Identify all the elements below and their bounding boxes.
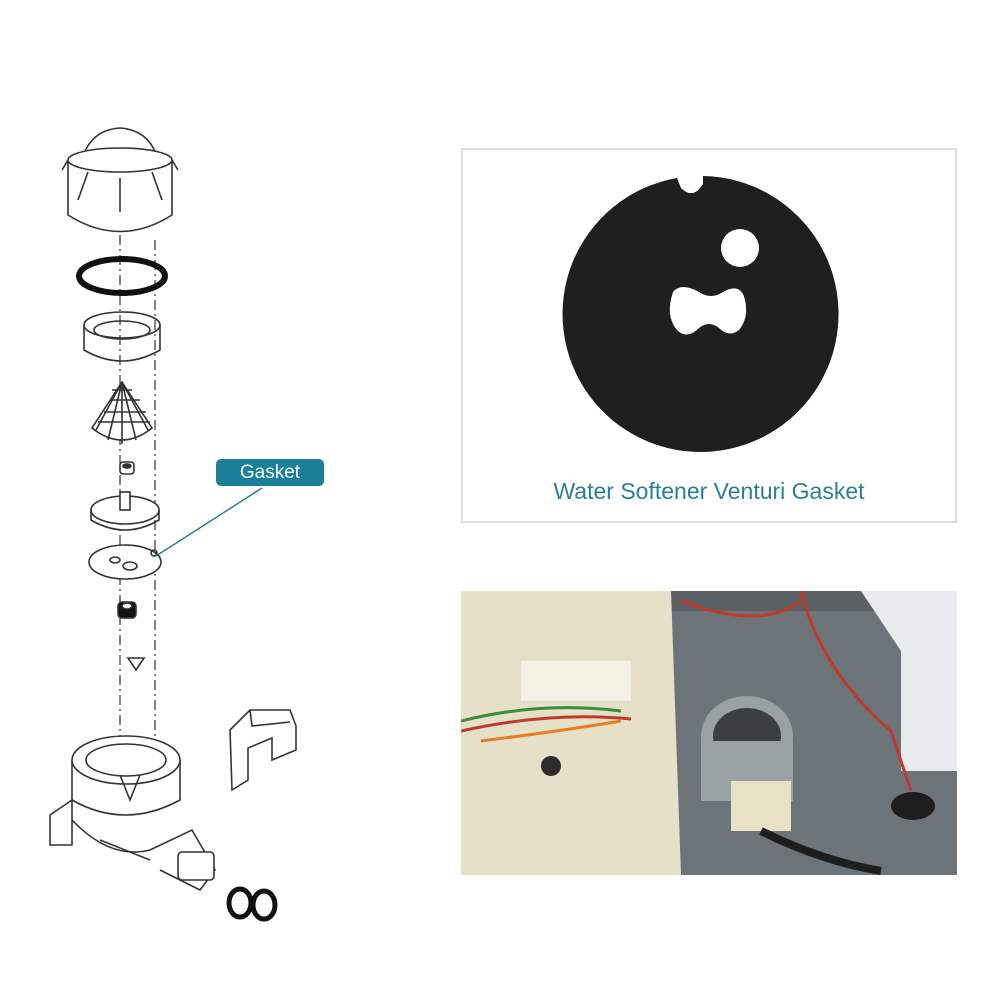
nozzle-bottom [117, 601, 137, 619]
nozzle-small [119, 461, 135, 475]
gasket-icon [562, 176, 839, 452]
gasket-product-panel: Water Softener Venturi Gasket [461, 148, 957, 523]
ring-retainer [83, 311, 161, 362]
gasket-callout-label: Gasket [216, 459, 324, 486]
venturi-body [49, 735, 216, 892]
o-ring-large [76, 256, 168, 296]
exploded-parts-diagram [49, 127, 297, 922]
retaining-clip [229, 709, 297, 792]
small-screen [126, 657, 146, 672]
o-ring-small-1 [226, 886, 254, 920]
venturi-cap [61, 127, 179, 233]
gasket-part [88, 544, 162, 580]
disk-housing [90, 491, 160, 531]
installation-photo [461, 591, 957, 875]
o-ring-small-2 [250, 888, 278, 922]
cone-screen [90, 380, 154, 444]
installed-venturi-photo-icon [461, 591, 957, 875]
gasket-leader-line [155, 487, 263, 557]
product-caption: Water Softener Venturi Gasket [553, 478, 865, 504]
